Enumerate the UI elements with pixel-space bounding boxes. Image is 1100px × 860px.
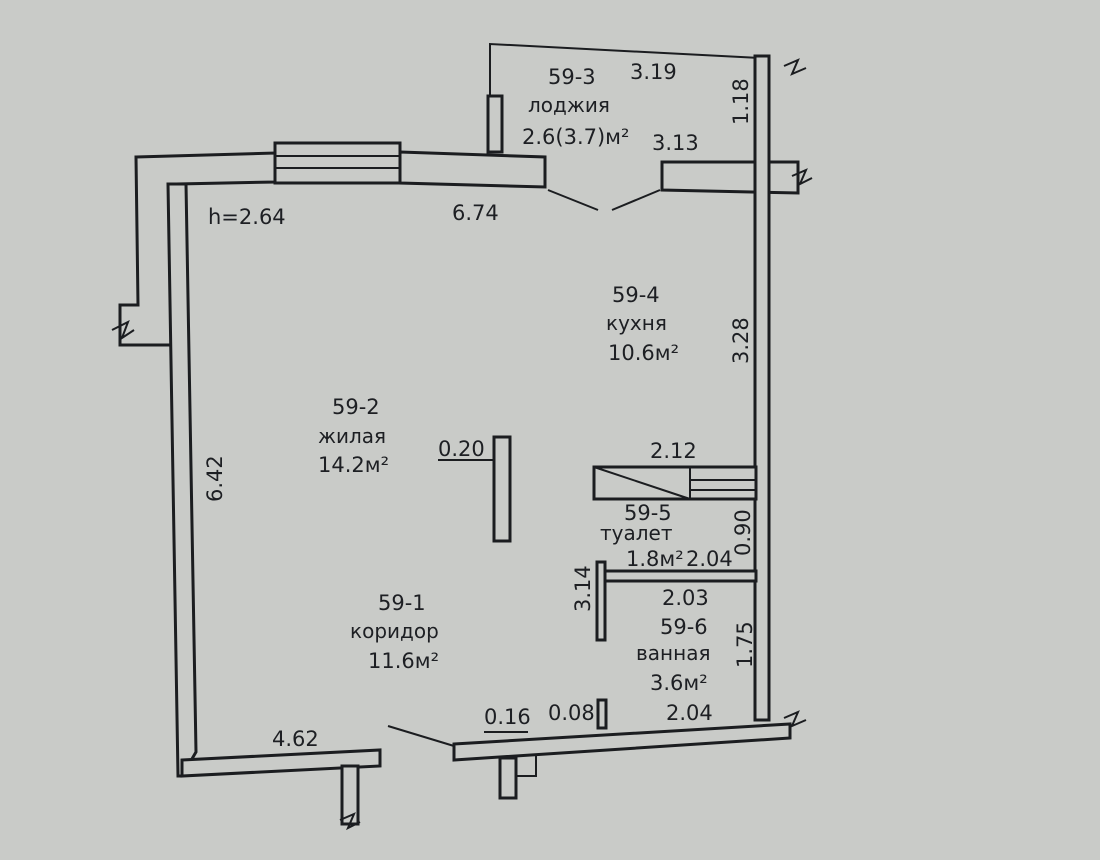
entrance-door-swing: [387, 725, 455, 747]
room-bath-area: 3.6м²: [650, 671, 708, 695]
dim-bath-left: 3.14: [571, 565, 595, 612]
dim-toilet-right: 0.90: [731, 509, 755, 556]
wall-break-mark: [339, 812, 361, 831]
room-loggia-id: 59-3: [548, 65, 596, 89]
room-kitchen-area: 10.6м²: [608, 341, 679, 365]
wall-break-mark: [783, 58, 807, 76]
wall-break-mark: [791, 168, 813, 187]
ceiling-height: h=2.64: [208, 205, 286, 229]
room-living-name: жилая: [318, 424, 386, 448]
wall-break-mark: [111, 319, 135, 341]
dim-bath-right: 1.75: [733, 621, 757, 668]
window: [273, 141, 402, 185]
room-toilet-area: 1.8м²: [626, 547, 684, 571]
top-right-wall: [660, 160, 800, 195]
dim-loggia-right: 1.18: [729, 78, 753, 125]
door-jamb: [516, 756, 537, 777]
dim-bath-top: 2.03: [662, 586, 709, 610]
room-kitchen-id: 59-4: [612, 283, 660, 307]
room-living-area: 14.2м²: [318, 453, 389, 477]
dim-loggia-top: 3.19: [630, 60, 677, 84]
bath-wall: [595, 569, 758, 583]
center-partition: [492, 435, 512, 543]
bottom-right-wall: [452, 722, 792, 762]
right-wall: [753, 54, 771, 722]
left-outer-wall: [118, 151, 277, 347]
dim-door-a: 0.16: [484, 705, 531, 729]
dim-left-wall: 6.42: [203, 455, 227, 502]
dim-toilet-bottom: 2.04: [686, 547, 733, 571]
bottom-right-stub: [498, 756, 518, 800]
wall-break-mark: [783, 710, 807, 728]
room-living-id: 59-2: [332, 395, 380, 419]
room-bath-id: 59-6: [660, 615, 708, 639]
dim-top-wall: 6.74: [452, 201, 499, 225]
door-swing-right: [611, 189, 661, 211]
door-swing-left: [547, 189, 599, 211]
room-corridor-area: 11.6м²: [368, 649, 439, 673]
room-loggia-area: 2.6(3.7)м²: [522, 125, 629, 149]
dim-door-b: 0.08: [548, 701, 595, 725]
dim-kitchen-right: 3.28: [729, 317, 753, 364]
room-corridor-name: коридор: [350, 619, 439, 643]
room-corridor-id: 59-1: [378, 591, 426, 615]
inner-left-wall: [166, 182, 198, 778]
dim-partition: 0.20: [438, 437, 485, 461]
room-loggia-name: лоджия: [528, 93, 610, 117]
dim-toilet-top: 2.12: [650, 439, 697, 463]
small-partition: [596, 698, 608, 730]
dim-loggia-bottom: 3.13: [652, 131, 699, 155]
room-toilet-id: 59-5: [624, 501, 672, 525]
bottom-left-wall: [180, 748, 382, 778]
top-wall-segment: [398, 150, 547, 189]
loggia-side-post: [486, 94, 504, 154]
room-bath-name: ванная: [636, 641, 710, 665]
toilet-diagonal: [593, 466, 691, 500]
dim-bath-bottom: 2.04: [666, 701, 713, 725]
room-kitchen-name: кухня: [606, 311, 667, 335]
room-toilet-name: туалет: [600, 521, 673, 545]
bath-side-wall: [595, 560, 607, 642]
dim-bottom-left: 4.62: [272, 727, 319, 751]
